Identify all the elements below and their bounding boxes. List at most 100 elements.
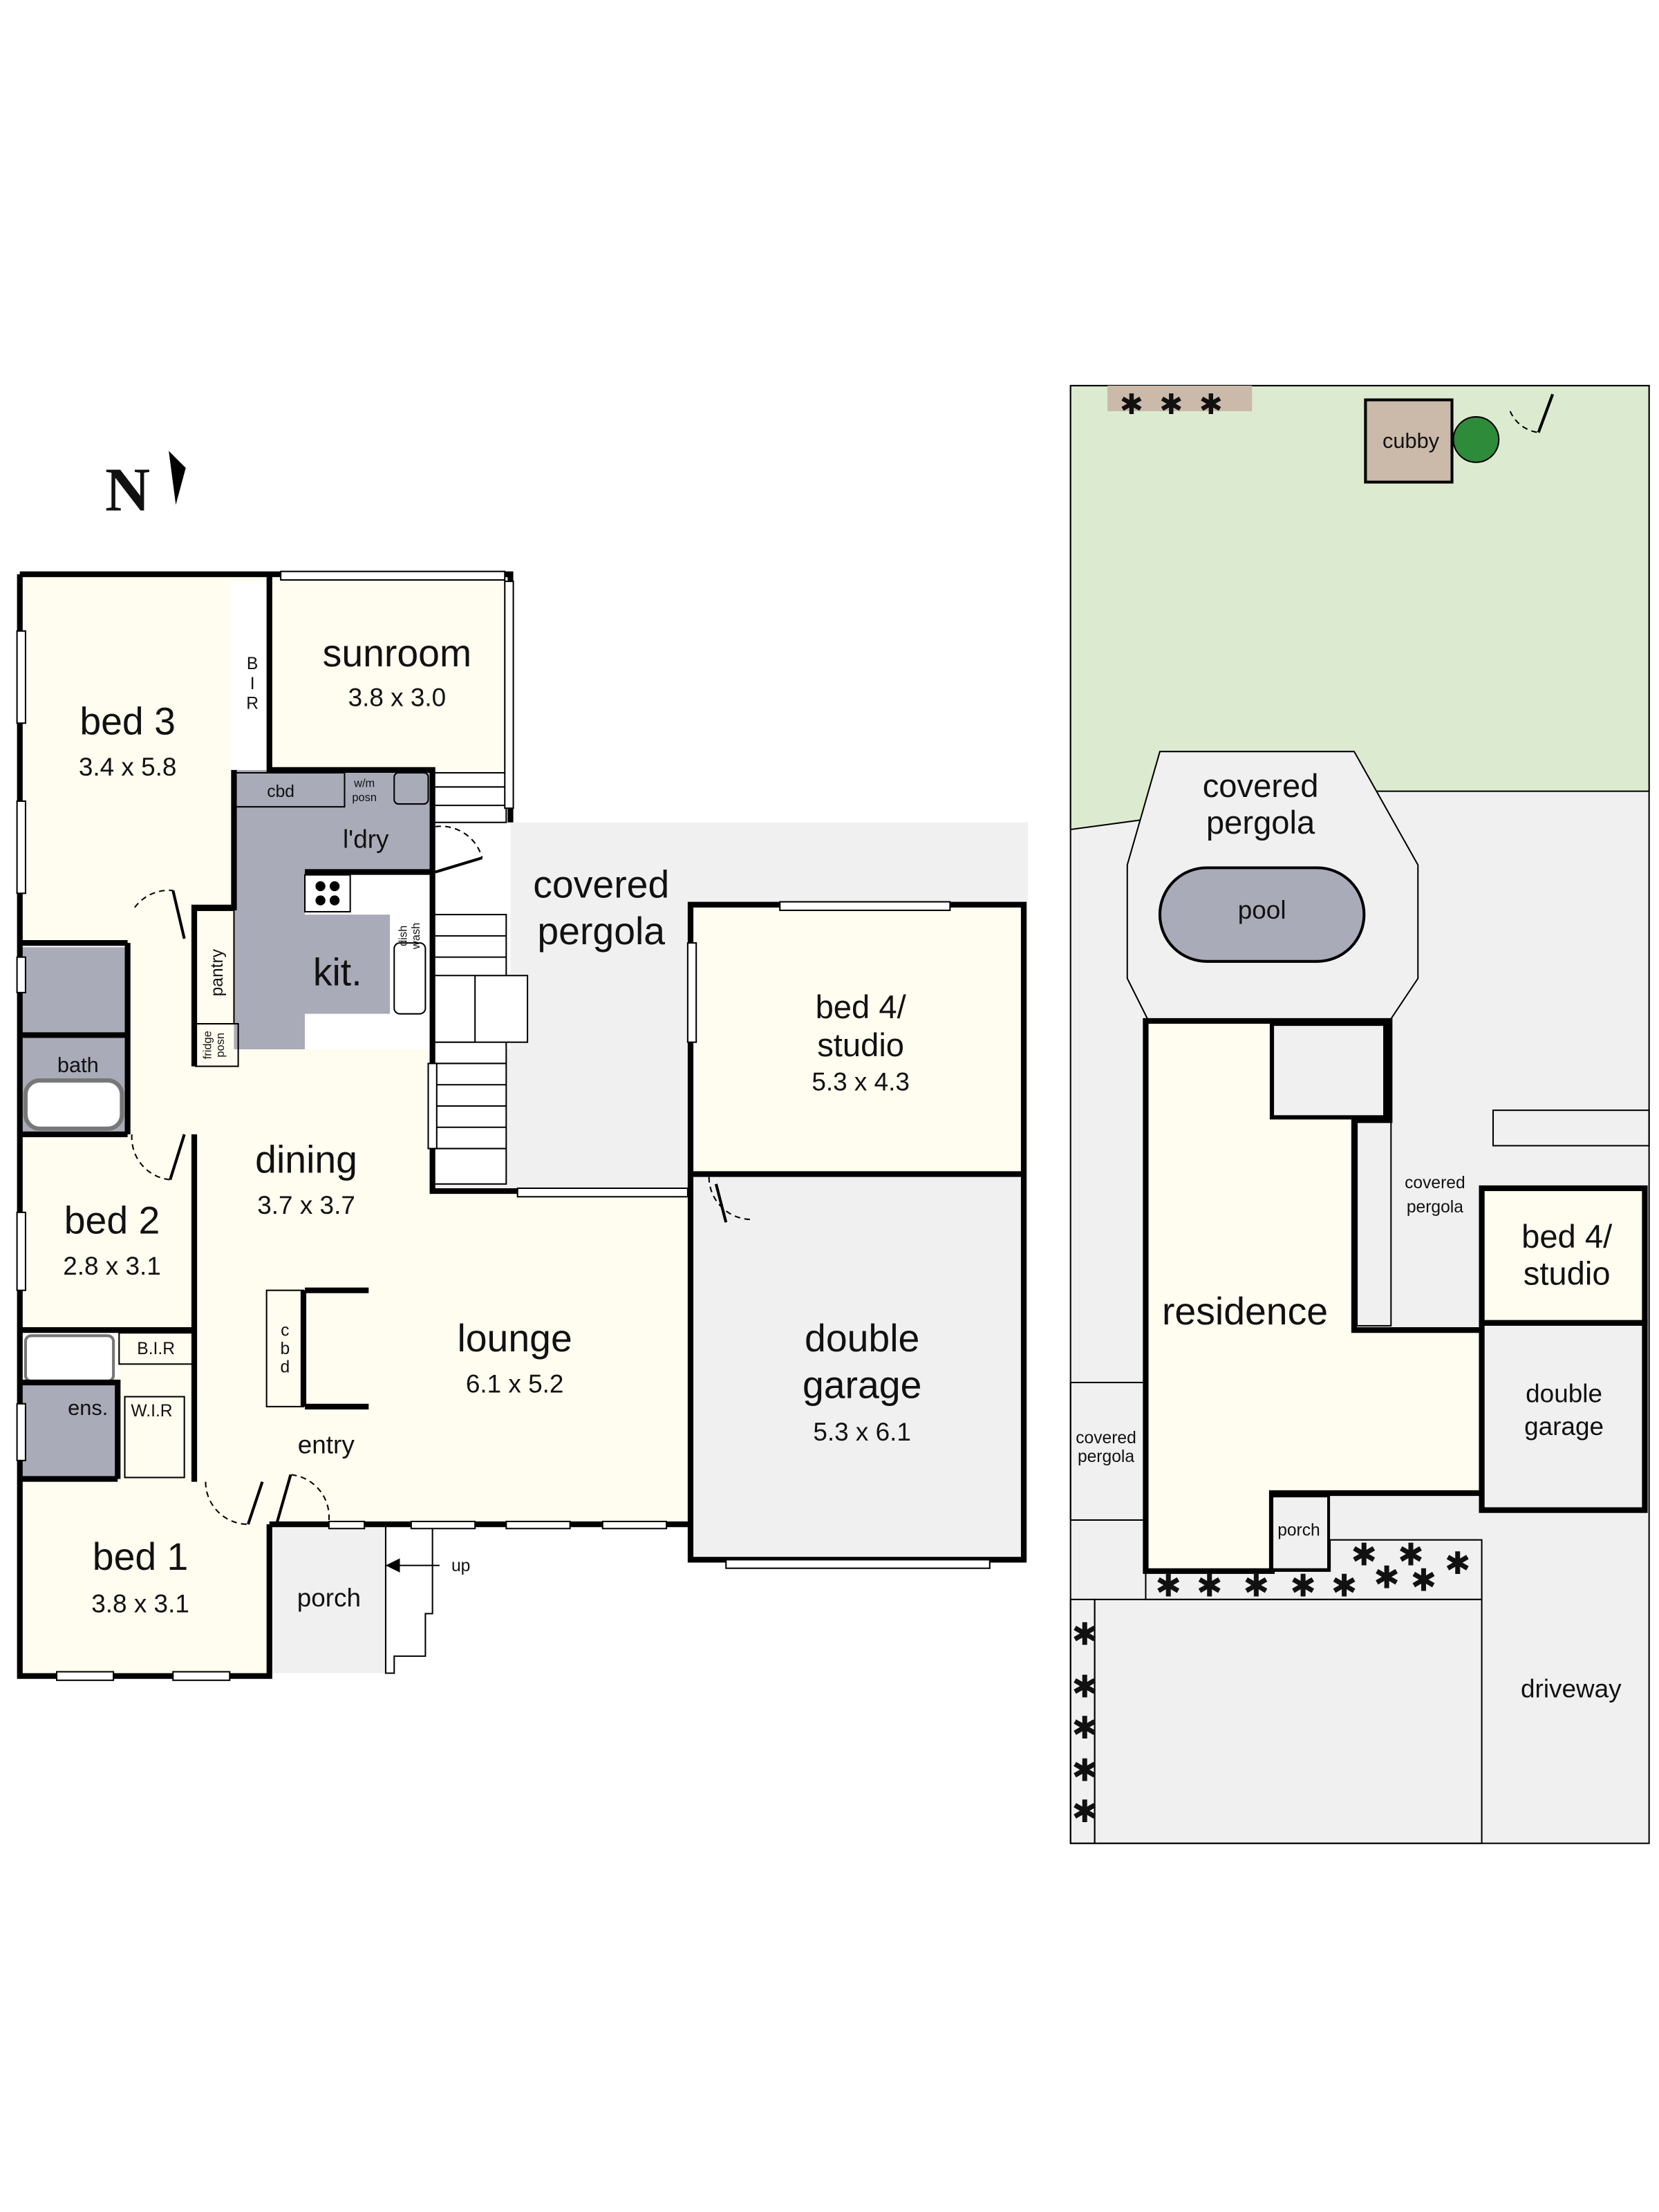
svg-text:✱: ✱ — [1398, 1537, 1424, 1573]
bed1-size: 3.8 x 3.1 — [91, 1589, 189, 1618]
pool-label: pool — [1238, 896, 1286, 924]
garden-bed — [1492, 1109, 1650, 1147]
cubby-label: cubby — [1382, 429, 1440, 453]
pergola-label: covered — [1405, 1174, 1465, 1192]
garage-area — [693, 1174, 1024, 1560]
wir-label: W.I.R — [131, 1402, 172, 1421]
bed4-area — [693, 907, 1024, 1174]
svg-text:✱: ✱ — [1071, 1669, 1098, 1704]
pergola-label: pergola — [1206, 804, 1315, 841]
sink-icon — [393, 942, 427, 1015]
cubby — [1364, 398, 1454, 484]
garage-label: double — [1526, 1380, 1602, 1408]
garage-size: 5.3 x 6.1 — [813, 1418, 911, 1446]
garage-label: double — [805, 1317, 919, 1360]
ensuite-label: ens. — [68, 1396, 108, 1420]
porch-steps — [384, 1524, 433, 1674]
dishwasher-label: dish — [397, 926, 410, 946]
kitchen-laundry-area — [234, 769, 433, 1049]
north-compass: N — [105, 451, 186, 524]
dining-label: dining — [255, 1138, 357, 1181]
svg-text:✱: ✱ — [1071, 1710, 1098, 1745]
svg-text:✱: ✱ — [1155, 1568, 1181, 1604]
bed2-label: bed 2 — [64, 1199, 160, 1242]
pergola-label: pergola — [537, 910, 665, 953]
sunroom-size: 3.8 x 3.0 — [348, 684, 447, 712]
windows — [16, 570, 951, 1681]
left-pergola — [1069, 1381, 1145, 1521]
laundry-label: l'dry — [343, 825, 389, 854]
svg-text:✱: ✱ — [1244, 1568, 1270, 1604]
bed3-area — [19, 574, 270, 944]
dishwasher-label: wash — [410, 923, 422, 950]
pool — [1158, 866, 1366, 963]
svg-text:✱: ✱ — [1374, 1559, 1400, 1595]
kitchen-label: kit. — [313, 951, 362, 994]
rear-lawn — [1069, 384, 1650, 831]
pergola-label: pergola — [1078, 1447, 1134, 1466]
porch-area — [269, 1524, 386, 1674]
sunroom-label: sunroom — [323, 632, 471, 675]
bed4-size: 5.3 x 4.3 — [812, 1067, 910, 1096]
sunroom-outline — [1269, 1021, 1388, 1120]
doors — [131, 825, 752, 1526]
entry-label: entry — [298, 1431, 355, 1459]
wm-label: posn — [352, 791, 377, 804]
svg-text:✱: ✱ — [1351, 1537, 1377, 1573]
site-plan: ✱✱✱ cubby covered pergola pool covered p… — [1069, 384, 1650, 1844]
wm-label: w/m — [353, 777, 375, 789]
svg-text:✱: ✱ — [1071, 1752, 1098, 1788]
up-label: up — [451, 1557, 470, 1575]
cbd-label: b — [280, 1340, 290, 1358]
cbd-label: c — [281, 1321, 289, 1340]
pergola-label: covered — [1076, 1429, 1136, 1447]
bed4-label: studio — [817, 1027, 904, 1063]
pantry-label: pantry — [208, 948, 227, 996]
cooktop-icon — [304, 874, 351, 912]
svg-text:✱: ✱ — [1197, 1568, 1223, 1604]
bath-label: bath — [57, 1053, 99, 1077]
garage-label: garage — [803, 1364, 921, 1407]
bir-label: B — [247, 655, 258, 673]
pergola-steps — [431, 771, 529, 1185]
site-garage — [1479, 1320, 1648, 1513]
svg-text:✱: ✱ — [1120, 388, 1143, 420]
residence-label: residence — [1162, 1290, 1328, 1333]
svg-text:✱: ✱ — [1159, 388, 1183, 420]
pergola-label: pergola — [1407, 1198, 1463, 1217]
side-steps — [1356, 1119, 1392, 1327]
pergola-label: covered — [1203, 767, 1319, 804]
garage-door — [725, 1559, 991, 1569]
lounge-size: 6.1 x 5.2 — [466, 1369, 564, 1398]
lounge-label: lounge — [457, 1317, 572, 1360]
compass-label: N — [105, 455, 150, 524]
sunroom-area — [272, 574, 511, 770]
bed2-size: 2.8 x 3.1 — [63, 1252, 161, 1280]
shower-icon — [24, 1334, 115, 1382]
dining-size: 3.7 x 3.7 — [257, 1191, 355, 1219]
porch-label: porch — [297, 1584, 361, 1612]
bed3-size: 3.4 x 5.8 — [79, 753, 177, 781]
bir-label: B.I.R — [137, 1340, 175, 1358]
bed4-label: bed 4/ — [1521, 1218, 1613, 1255]
pergola-label: covered — [533, 863, 669, 906]
up-arrowhead-icon — [385, 1558, 400, 1573]
svg-text:✱: ✱ — [1331, 1568, 1358, 1604]
north-arrow-icon — [169, 451, 186, 505]
bir-label: R — [246, 695, 259, 713]
svg-text:✱: ✱ — [1290, 1568, 1316, 1604]
walls — [17, 571, 1027, 1679]
svg-text:✱: ✱ — [1199, 388, 1223, 420]
driveway-label: driveway — [1521, 1674, 1622, 1703]
bir-label: I — [250, 675, 255, 693]
bathtub-icon — [23, 1078, 124, 1131]
floor-plan: bed 3 3.4 x 5.8 B I R sunroom 3.8 x 3.0 … — [16, 570, 1029, 1681]
bed4-label: studio — [1524, 1255, 1611, 1291]
porch-label: porch — [1277, 1521, 1320, 1540]
svg-text:✱: ✱ — [1445, 1546, 1471, 1581]
fridge-label: fridge — [202, 1031, 214, 1059]
cbd-label: cbd — [267, 782, 294, 801]
svg-text:✱: ✱ — [1071, 1616, 1098, 1651]
bed1-label: bed 1 — [93, 1535, 189, 1578]
